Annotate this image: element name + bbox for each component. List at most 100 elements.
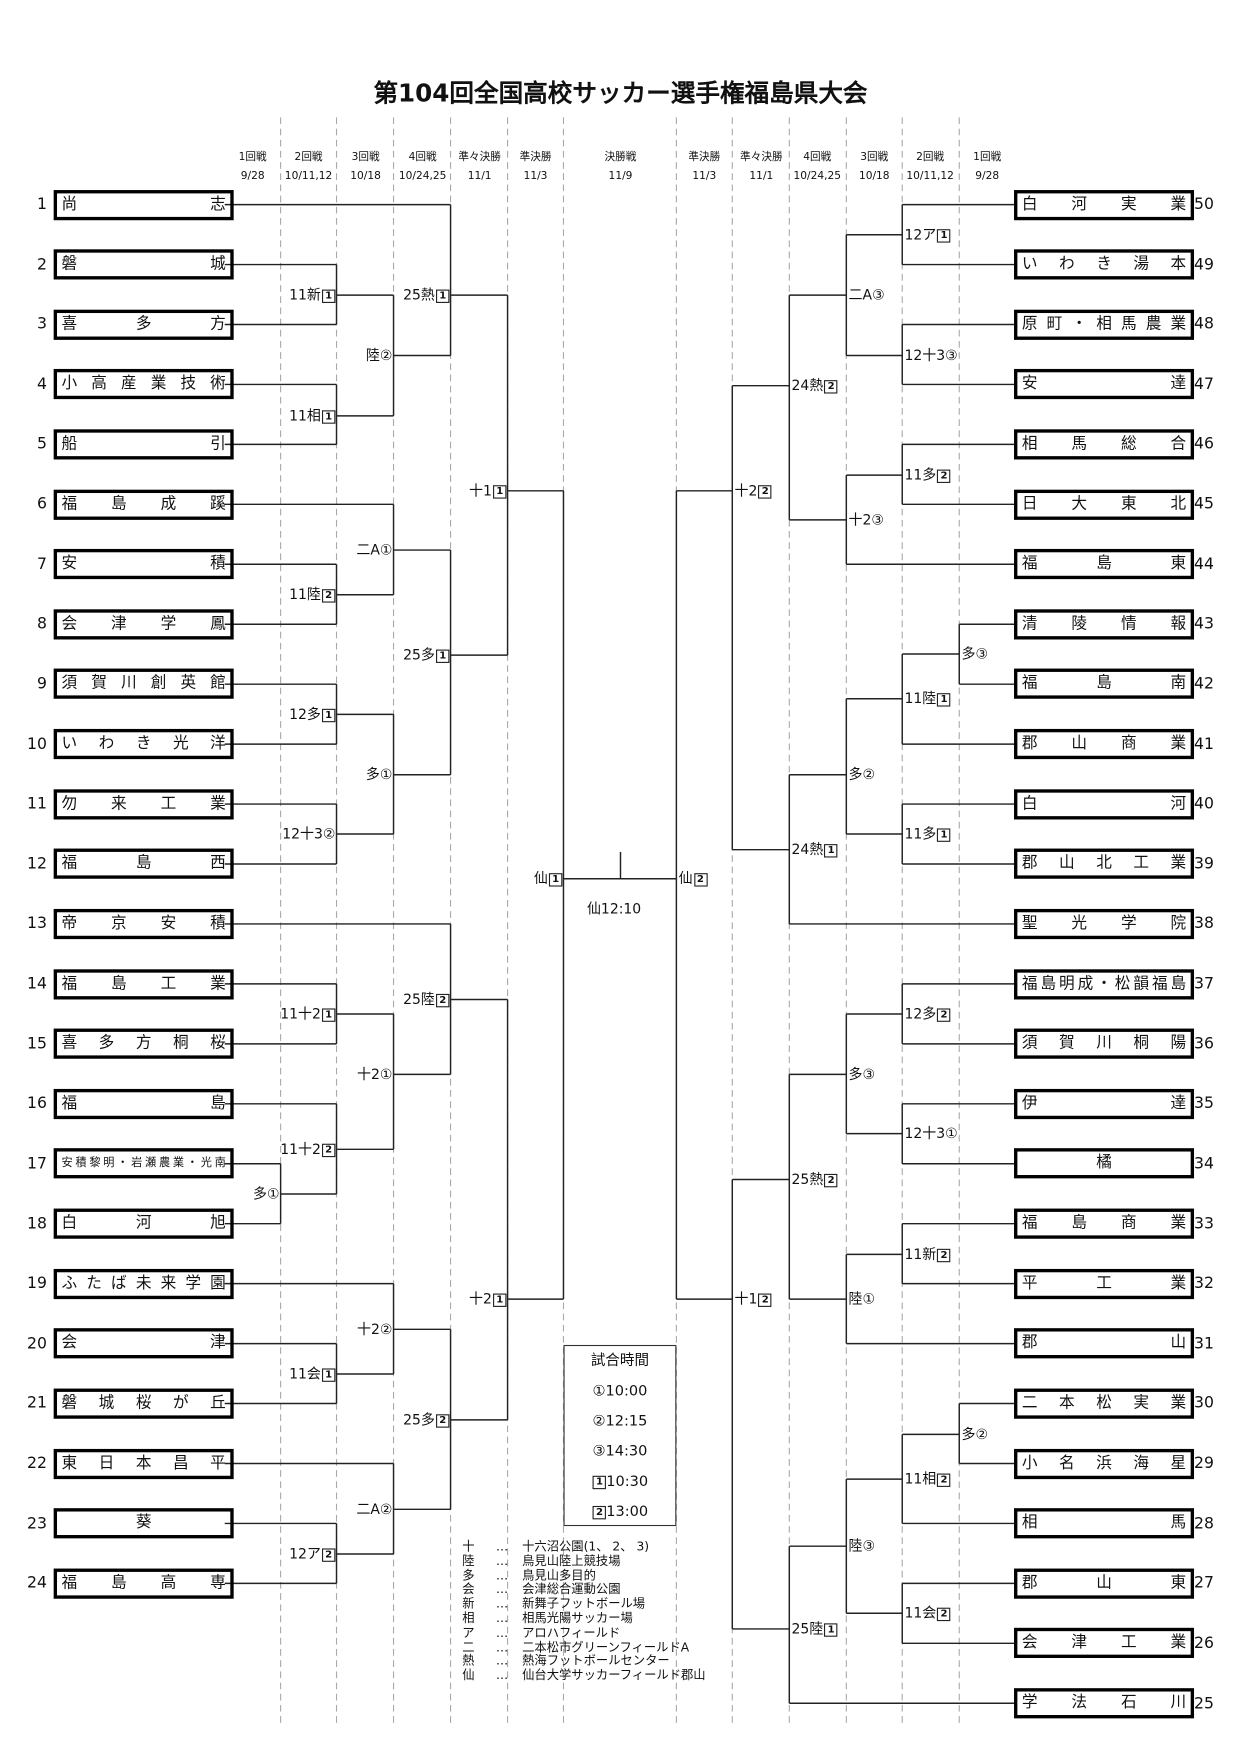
team-box: 白河旭 xyxy=(53,1208,234,1239)
team-box: 喜多方桐桜 xyxy=(53,1028,234,1059)
match-venue-time: 11新 xyxy=(289,286,321,303)
legend-dots: … xyxy=(495,1596,509,1612)
team-number: 30 xyxy=(1194,1394,1214,1413)
match-venue-time: 仙 xyxy=(533,869,548,887)
team-number: 5 xyxy=(36,435,47,454)
team-box: 聖光学院 xyxy=(1014,908,1195,940)
venue-name: 鳥見山多目的 xyxy=(522,1568,596,1583)
team-number: 28 xyxy=(1194,1514,1214,1533)
match-venue-time: 11相 xyxy=(904,1470,937,1487)
slot-time: 10:30 xyxy=(606,1473,649,1491)
team-box: 喜多方 xyxy=(53,309,234,340)
match-label: 多② xyxy=(849,766,876,784)
team-number: 16 xyxy=(27,1094,47,1113)
team-box: 須賀川創英館 xyxy=(53,669,234,700)
round-name: 3回戦 xyxy=(351,150,380,164)
team-number: 17 xyxy=(27,1154,47,1173)
match-venue-time: 25陸 xyxy=(403,990,435,1008)
team-number: 41 xyxy=(1194,735,1214,754)
team-number: 46 xyxy=(1194,435,1214,454)
team-box: 帝京安積 xyxy=(53,908,234,940)
round-date: 11/1 xyxy=(467,169,492,183)
team-number: 36 xyxy=(1194,1034,1214,1053)
legend-dots: … xyxy=(495,1553,509,1569)
page-title: 第104回全国高校サッカー選手権福島県大会 xyxy=(373,80,868,109)
legend-row: 仙…仙台大学サッカーフィールド郡山 xyxy=(455,1668,705,1683)
round-date: 11/3 xyxy=(523,169,548,183)
match-label: 十2② xyxy=(357,1320,392,1338)
slot-mark: ① xyxy=(592,1382,606,1400)
legend-dots: … xyxy=(495,1639,509,1655)
team-number: 27 xyxy=(1194,1574,1214,1593)
court-number-box: 2 xyxy=(436,1414,450,1428)
round-date: 9/28 xyxy=(975,169,1000,183)
team-box: 郡山 xyxy=(1014,1328,1195,1359)
team-box: 福島明成・松韻福島 xyxy=(1014,968,1195,999)
match-label: 陸③ xyxy=(849,1537,876,1555)
match-venue-time: 24熱 xyxy=(791,840,824,858)
team-box: 福島工業 xyxy=(53,968,234,999)
match-venue-time: 12ア xyxy=(904,225,937,243)
match-venue-time: 多② xyxy=(961,1425,988,1443)
round-name: 1回戦 xyxy=(973,150,1002,164)
match-venue-time: 二A② xyxy=(356,1500,393,1518)
venue-abbr: 新 xyxy=(462,1596,475,1612)
venue-abbr: 会 xyxy=(462,1582,475,1597)
round-date: 10/24,25 xyxy=(793,169,842,183)
match-venue-time: 十2 xyxy=(469,1290,492,1307)
venue-name: 鳥見山陸上競技場 xyxy=(522,1553,621,1569)
team-number: 43 xyxy=(1194,615,1214,634)
match-label: 多③ xyxy=(849,1065,876,1083)
round-date: 9/28 xyxy=(240,169,265,183)
match-label: 12十3③ xyxy=(904,347,957,365)
match-label: 12十3② xyxy=(282,825,335,843)
match-label: 二A① xyxy=(356,541,392,559)
match-venue-time: 12多 xyxy=(904,1005,937,1022)
match-venue-time: 11会 xyxy=(904,1604,937,1622)
team-box: 会津 xyxy=(53,1328,234,1359)
legend-row: ア…アロハフィールド xyxy=(455,1626,706,1640)
court-number-box: 2 xyxy=(321,589,336,603)
court-number-box: 2 xyxy=(937,1473,951,1487)
legend-dots: … xyxy=(495,1668,509,1683)
match-label: 二A③ xyxy=(849,286,885,304)
team-number: 33 xyxy=(1194,1214,1214,1233)
court-number-box: 1 xyxy=(824,844,838,858)
team-box: 橘 xyxy=(1014,1148,1195,1179)
legend-row: 相…相馬光陽サッカー場 xyxy=(455,1611,706,1626)
legend-dots: … xyxy=(495,1582,509,1597)
court-number-box: 2 xyxy=(436,993,450,1008)
team-box: 日大東北 xyxy=(1014,489,1195,520)
team-box: 磐城桜が丘 xyxy=(53,1388,234,1419)
team-box: 伊達 xyxy=(1014,1088,1195,1119)
legend-dots: … xyxy=(495,1625,509,1640)
court-number-box: 1 xyxy=(824,1623,838,1637)
team-box: 船引 xyxy=(53,429,234,460)
team-box: 福島東 xyxy=(1014,549,1195,580)
team-box: 学法石川 xyxy=(1014,1688,1195,1719)
match-venue-time: 二A① xyxy=(356,541,393,558)
team-box: 福島成蹊 xyxy=(53,489,234,520)
team-box: 勿来工業 xyxy=(53,788,234,820)
venue-name: 熱海フットボールセンター xyxy=(522,1653,670,1669)
team-box: 福島西 xyxy=(53,848,234,880)
match-venue-time: 多② xyxy=(848,765,876,783)
match-venue-time: 十2③ xyxy=(848,510,884,528)
